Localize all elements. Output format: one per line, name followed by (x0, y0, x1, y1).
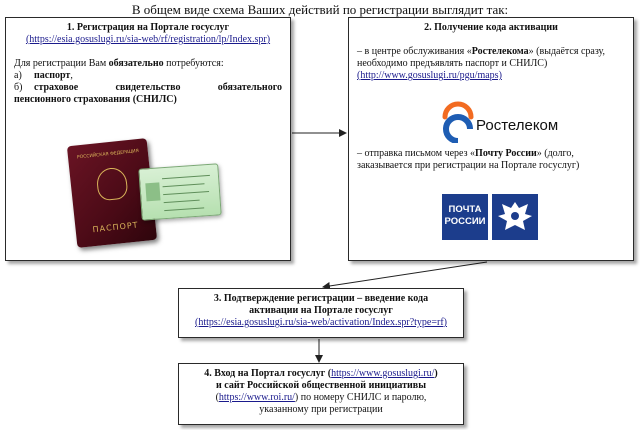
p1-tail: » (выдаётся сразу, необходимо предъявлят… (357, 46, 606, 69)
item-a-marker: а) (14, 70, 22, 81)
passport-cover-word: ПАСПОРТ (92, 220, 139, 235)
step4-title: 4. Вход на Портал госуслуг (https://www.… (185, 368, 457, 380)
pochta-line2: РОССИИ (444, 216, 486, 227)
pochta-rossii-logo: ПОЧТА РОССИИ (442, 194, 538, 240)
step4-line3-pre: ( (215, 392, 219, 403)
step4-line2: и сайт Российской общественной инициатив… (216, 380, 426, 391)
arrow-step2-to-step3 (322, 261, 488, 290)
step2-option-rostelecom: – в центре обслуживания «Ростелекома» (в… (357, 46, 625, 70)
step1-intro: Для регистрации Вам обязательно потребую… (14, 58, 282, 70)
step3-url[interactable]: (https://esia.gosuslugi.ru/sia-web/activ… (195, 317, 447, 328)
step3-box: 3. Подтверждение регистрации – введение … (178, 288, 464, 338)
snils-photo-icon (145, 182, 161, 202)
item-a-suffix: , (70, 70, 73, 81)
p2-tail: » (долго, заказывается при регистрации н… (357, 148, 580, 171)
passport-cover-title: РОССИЙСКАЯ ФЕДЕРАЦИЯ (76, 148, 140, 161)
step1-title: 1. Регистрация на Портале госуслуг (66, 22, 230, 33)
item-b-line2: пенсионного страхования (СНИЛС) (14, 94, 177, 105)
step4-title-text: 4. Вход на Портал госуслуг ( (204, 368, 332, 379)
step3-title-line1: 3. Подтверждение регистрации – введение … (213, 293, 429, 304)
snils-card-image (138, 163, 222, 221)
step2-box: 2. Получение кода активации – в центре о… (348, 17, 634, 261)
roi-link[interactable]: https://www.roi.ru/ (218, 392, 295, 403)
p2-bold: Почту России (475, 148, 537, 159)
step1-item-b: б) страховое свидетельство обязательного (14, 82, 282, 94)
p2-text: – отправка письмом через « (357, 148, 476, 159)
step4-line4: указанному при регистрации (259, 404, 383, 415)
pochta-eagle-icon (492, 194, 538, 240)
step1-item-a: а) паспорт, (14, 70, 282, 82)
item-a-text: паспорт (34, 70, 71, 81)
coat-of-arms-icon (95, 166, 129, 202)
step1-url[interactable]: (https://esia.gosuslugi.ru/sia-web/rf/re… (25, 34, 271, 45)
pochta-line1: ПОЧТА (448, 204, 482, 215)
step2-title: 2. Получение кода активации (424, 22, 558, 33)
item-b-line1: страховое свидетельство обязательного (34, 82, 282, 93)
step1-intro-bold: обязательно (108, 58, 164, 69)
p1-text: – в центре обслуживания « (357, 46, 472, 57)
p1-bold: Ростелекома (471, 46, 529, 57)
step4-title-tail: ) (434, 368, 438, 379)
item-b-marker: б) (14, 82, 23, 93)
rostelecom-logo-icon (442, 101, 474, 143)
step4-line3: (https://www.roi.ru/) по номеру СНИЛС и … (185, 392, 457, 404)
step2-option-pochta: – отправка письмом через «Почту России» … (357, 148, 625, 172)
step1-intro-text: Для регистрации Вам (14, 58, 109, 69)
gosuslugi-link[interactable]: https://www.gosuslugi.ru/ (331, 368, 435, 379)
step2-maps-url[interactable]: (http://www.gosuslugi.ru/pgu/maps) (357, 70, 502, 81)
step4-line3-tail: ) по номеру СНИЛС и паролю, (294, 392, 427, 403)
diagram-heading: В общем виде схема Ваших действий по рег… (131, 2, 509, 17)
rostelecom-logo-text: Ростелеком (476, 117, 559, 134)
step1-intro-tail: потребуются: (163, 58, 224, 69)
step3-title-line2: активации на Портале госуслуг (249, 305, 393, 316)
step4-box: 4. Вход на Портал госуслуг (https://www.… (178, 363, 464, 425)
